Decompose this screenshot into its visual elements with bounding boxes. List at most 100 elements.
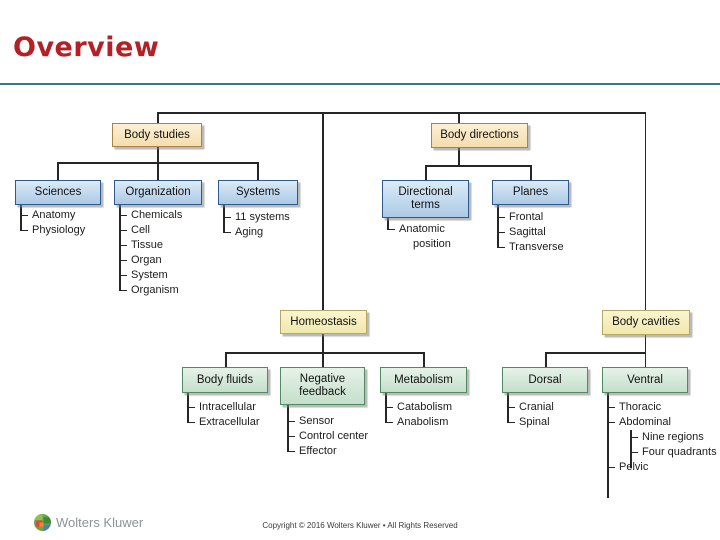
- node-label: Systems: [235, 186, 281, 199]
- node-label: Dorsal: [528, 373, 562, 386]
- connector-line: [545, 352, 547, 368]
- node-label: Metabolism: [394, 373, 453, 386]
- node-label: Directional terms: [398, 186, 453, 211]
- connector-line: [530, 165, 532, 181]
- node-label: Body directions: [440, 129, 519, 142]
- organization-list: Chemicals Cell Tissue Organ System Organ…: [119, 208, 182, 298]
- list-item: Anatomy: [20, 208, 85, 223]
- copyright-text: Copyright © 2016 Wolters Kluwer • All Ri…: [262, 521, 458, 530]
- connector-line: [545, 352, 646, 354]
- node-label: Body studies: [124, 128, 190, 141]
- connector-line: [425, 165, 532, 167]
- node-negative-feedback: Negative feedback: [280, 367, 365, 405]
- metabolism-list: Catabolism Anabolism: [385, 400, 452, 430]
- node-label: Sciences: [34, 186, 82, 199]
- connector-line: [644, 335, 646, 352]
- directional-terms-list: Anatomic position: [387, 222, 483, 252]
- bracket-line: [119, 205, 121, 291]
- node-directional-terms: Directional terms: [382, 180, 469, 218]
- abdominal-sublist: Nine regions Four quadrants: [630, 430, 720, 460]
- node-label: Body cavities: [612, 316, 680, 329]
- bracket-line: [287, 405, 289, 452]
- bracket-line: [223, 205, 225, 233]
- node-planes: Planes: [492, 180, 569, 205]
- bracket-line: [20, 205, 22, 231]
- list-item: Tissue: [119, 238, 182, 253]
- node-label: Negative feedback: [299, 373, 346, 398]
- connector-line: [157, 112, 646, 114]
- node-label: Homeostasis: [290, 315, 357, 328]
- list-item: Four quadrants: [630, 445, 720, 460]
- node-systems: Systems: [218, 180, 298, 205]
- list-item: Anabolism: [385, 415, 452, 430]
- list-item: Control center: [287, 429, 368, 444]
- connector-line: [225, 352, 425, 354]
- list-item: Cell: [119, 223, 182, 238]
- list-item: Physiology: [20, 223, 85, 238]
- node-body-directions: Body directions: [431, 123, 528, 148]
- node-ventral: Ventral: [602, 367, 688, 393]
- list-item: Extracellular: [187, 415, 260, 430]
- list-item: Cranial: [507, 400, 554, 415]
- connector-line: [157, 147, 159, 162]
- connector-line: [322, 112, 324, 310]
- list-item: Pelvic: [607, 460, 720, 475]
- connector-line: [644, 352, 646, 368]
- list-item: Thoracic: [607, 400, 720, 415]
- list-item: Organ: [119, 253, 182, 268]
- title-divider: [0, 83, 720, 85]
- connector-line: [157, 112, 159, 124]
- systems-list: 11 systems Aging: [223, 210, 290, 240]
- node-label: Ventral: [627, 373, 663, 386]
- list-item: Anatomic position: [387, 222, 483, 252]
- connector-line: [423, 352, 425, 368]
- list-item: Transverse: [497, 240, 564, 255]
- node-label: Planes: [512, 186, 549, 199]
- node-organization: Organization: [114, 180, 202, 205]
- list-item: Nine regions: [630, 430, 720, 445]
- list-item: Catabolism: [385, 400, 452, 415]
- bracket-line: [630, 430, 632, 468]
- node-dorsal: Dorsal: [502, 367, 588, 393]
- connector-line: [425, 165, 427, 181]
- list-item: Frontal: [497, 210, 564, 225]
- list-item: System: [119, 268, 182, 283]
- dorsal-list: Cranial Spinal: [507, 400, 554, 430]
- negative-feedback-list: Sensor Control center Effector: [287, 414, 368, 459]
- bracket-line: [387, 218, 389, 230]
- connector-line: [322, 334, 324, 352]
- node-homeostasis: Homeostasis: [280, 310, 367, 334]
- node-body-studies: Body studies: [112, 123, 202, 147]
- list-item: Effector: [287, 444, 368, 459]
- list-item: Sagittal: [497, 225, 564, 240]
- node-label: Body fluids: [196, 373, 254, 386]
- wolters-kluwer-icon: [34, 514, 51, 531]
- list-item: Intracellular: [187, 400, 260, 415]
- bracket-line: [607, 393, 609, 498]
- connector-line: [225, 352, 227, 368]
- body-fluids-list: Intracellular Extracellular: [187, 400, 260, 430]
- list-item: Chemicals: [119, 208, 182, 223]
- brand-logo: Wolters Kluwer: [34, 514, 143, 531]
- connector-line: [458, 148, 460, 165]
- list-item: 11 systems: [223, 210, 290, 225]
- list-item: Abdominal: [607, 415, 720, 430]
- connector-line: [458, 112, 460, 124]
- bracket-line: [497, 205, 499, 248]
- list-item: Spinal: [507, 415, 554, 430]
- sciences-list: Anatomy Physiology: [20, 208, 85, 238]
- connector-line: [57, 162, 59, 181]
- ventral-list: Thoracic Abdominal Nine regions Four qua…: [607, 400, 720, 475]
- connector-line: [157, 162, 159, 181]
- page-title: Overview: [13, 32, 160, 63]
- connector-line: [322, 352, 324, 368]
- node-label: Organization: [125, 186, 191, 199]
- connector-line: [257, 162, 259, 181]
- node-metabolism: Metabolism: [380, 367, 467, 393]
- node-sciences: Sciences: [15, 180, 101, 205]
- node-body-fluids: Body fluids: [182, 367, 268, 393]
- connector-line: [644, 112, 646, 310]
- list-item: Aging: [223, 225, 290, 240]
- list-item: Sensor: [287, 414, 368, 429]
